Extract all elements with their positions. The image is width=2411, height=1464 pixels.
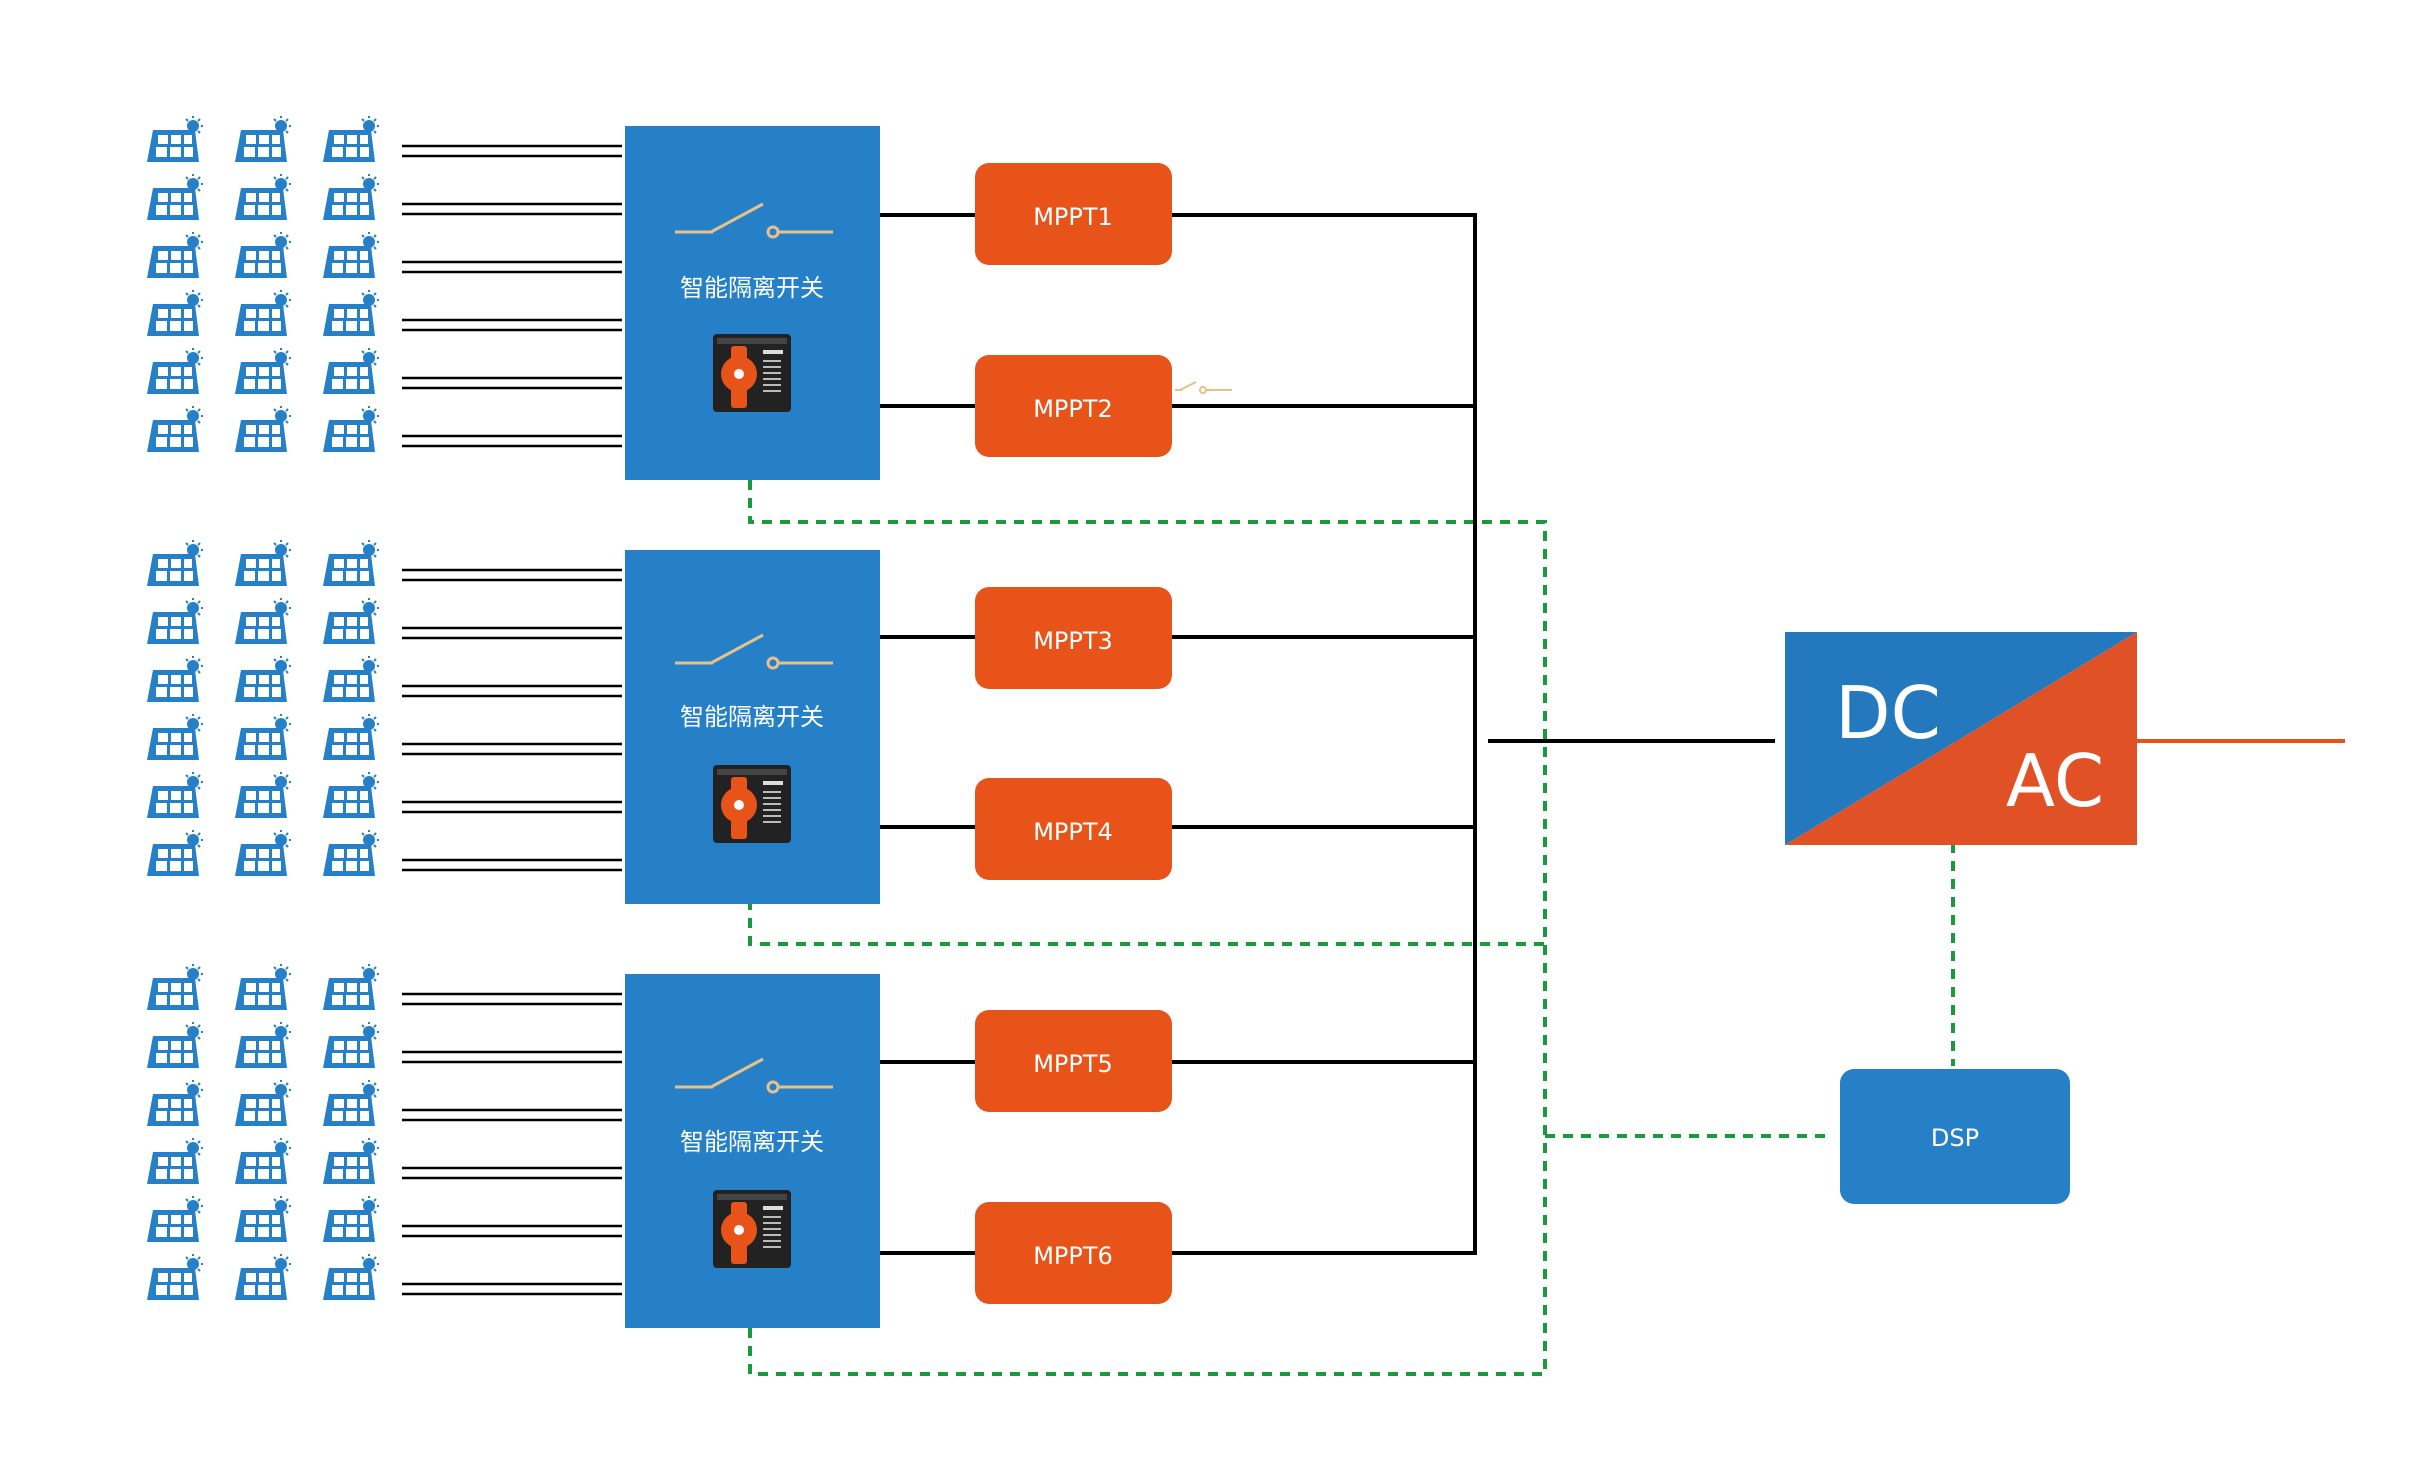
mppt-label: MPPT2 — [1033, 395, 1113, 423]
solar-panel-icon — [234, 405, 292, 453]
dc-label: DC — [1835, 671, 1941, 755]
mppt-label: MPPT4 — [1033, 818, 1113, 846]
mppt-label: MPPT3 — [1033, 627, 1113, 655]
solar-panel-icon — [234, 289, 292, 337]
solar-panel-icon — [234, 231, 292, 279]
solar-panel-icon — [146, 539, 204, 587]
solar-panel-icon — [146, 1079, 204, 1127]
mppt-box-3: MPPT3 — [975, 587, 1172, 689]
solar-panel-icon — [234, 1137, 292, 1185]
solar-panel-icon — [234, 347, 292, 395]
solar-panel-icon — [234, 1021, 292, 1069]
solar-panel-icon — [234, 1253, 292, 1301]
isolation-switch-box-1: 智能隔离开关 — [625, 126, 880, 480]
solar-panel-icon — [146, 231, 204, 279]
solar-panel-icon — [146, 289, 204, 337]
solar-panel-icon — [322, 405, 380, 453]
solar-panel-arrays — [146, 115, 380, 1301]
solar-panel-icon — [322, 655, 380, 703]
solar-panel-icon — [146, 405, 204, 453]
dsp-label: DSP — [1931, 1124, 1979, 1152]
switch-box-label: 智能隔离开关 — [680, 274, 824, 302]
solar-panel-icon — [322, 1195, 380, 1243]
solar-panel-icon — [322, 1021, 380, 1069]
solar-panel-icon — [146, 829, 204, 877]
dc-bus-wires — [880, 213, 1775, 1255]
switch-box-label: 智能隔离开关 — [680, 703, 824, 731]
switch-box-label: 智能隔离开关 — [680, 1128, 824, 1156]
solar-panel-icon — [146, 597, 204, 645]
string-wires — [402, 144, 622, 1296]
solar-panel-icon — [146, 1195, 204, 1243]
solar-panel-icon — [234, 173, 292, 221]
mppt-box-4: MPPT4 — [975, 778, 1172, 880]
solar-panel-icon — [146, 1021, 204, 1069]
mppt-box-1: MPPT1 — [975, 163, 1172, 265]
isolation-switch-device-icon — [713, 334, 791, 412]
solar-panel-icon — [146, 173, 204, 221]
solar-panel-icon — [322, 1079, 380, 1127]
solar-panel-icon — [146, 655, 204, 703]
solar-panel-icon — [234, 771, 292, 819]
solar-panel-icon — [322, 347, 380, 395]
solar-panel-icon — [322, 713, 380, 761]
solar-panel-icon — [322, 829, 380, 877]
dsp-box: DSP — [1840, 1069, 2070, 1204]
isolation-switch-box-2: 智能隔离开关 — [625, 550, 880, 904]
solar-panel-icon — [322, 173, 380, 221]
solar-panel-icon — [234, 1079, 292, 1127]
solar-panel-icon — [322, 289, 380, 337]
solar-panel-icon — [234, 115, 292, 163]
solar-panel-icon — [322, 539, 380, 587]
solar-panel-icon — [322, 231, 380, 279]
solar-panel-icon — [234, 1195, 292, 1243]
mppt-label: MPPT6 — [1033, 1242, 1113, 1270]
solar-panel-icon — [146, 713, 204, 761]
solar-panel-icon — [234, 539, 292, 587]
solar-panel-icon — [146, 347, 204, 395]
mppt2-switch-icon — [1175, 381, 1232, 394]
solar-panel-icon — [322, 597, 380, 645]
solar-panel-icon — [322, 963, 380, 1011]
mppt-box-5: MPPT5 — [975, 1010, 1172, 1112]
solar-panel-icon — [322, 1253, 380, 1301]
solar-panel-icon — [234, 963, 292, 1011]
mppt-box-6: MPPT6 — [975, 1202, 1172, 1304]
mppt-label: MPPT1 — [1033, 203, 1113, 231]
solar-panel-icon — [234, 655, 292, 703]
isolation-switch-device-icon — [713, 1190, 791, 1268]
solar-panel-icon — [234, 597, 292, 645]
isolation-switch-device-icon — [713, 765, 791, 843]
mppt-box-2: MPPT2 — [975, 355, 1172, 457]
solar-panel-icon — [146, 963, 204, 1011]
ac-label: AC — [2006, 739, 2104, 823]
communication-bus — [748, 480, 1955, 1376]
solar-panel-icon — [146, 1137, 204, 1185]
solar-panel-icon — [146, 115, 204, 163]
solar-panel-icon — [322, 115, 380, 163]
solar-panel-icon — [322, 1137, 380, 1185]
solar-panel-icon — [234, 713, 292, 761]
solar-panel-icon — [146, 771, 204, 819]
dc-ac-inverter: DC AC — [1785, 632, 2137, 845]
solar-panel-icon — [322, 771, 380, 819]
isolation-switch-box-3: 智能隔离开关 — [625, 974, 880, 1328]
mppt-label: MPPT5 — [1033, 1050, 1113, 1078]
solar-panel-icon — [146, 1253, 204, 1301]
solar-panel-icon — [234, 829, 292, 877]
